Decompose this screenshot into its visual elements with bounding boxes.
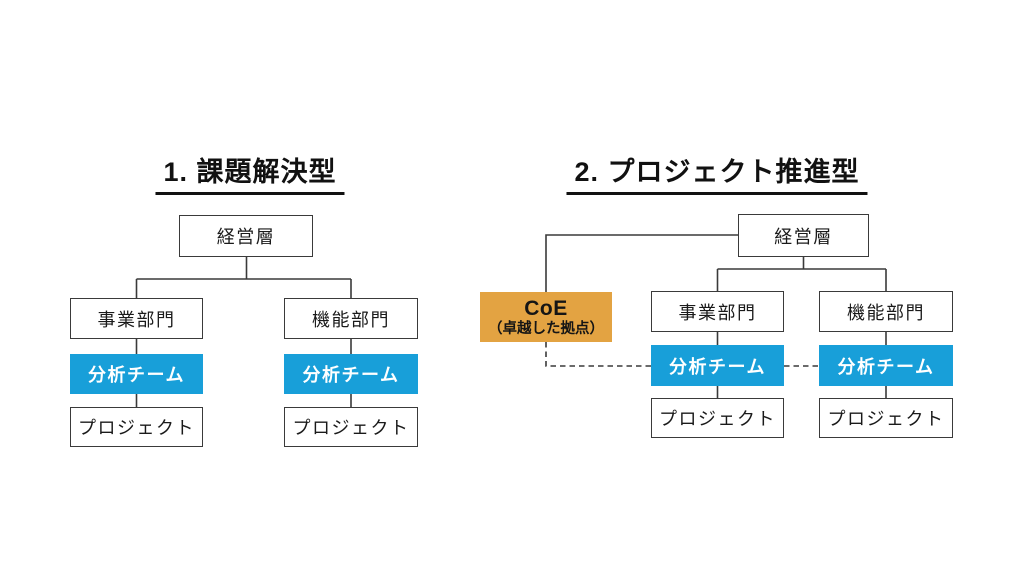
diagram2-project-box-1: プロジェクト: [651, 398, 784, 438]
diagram1-analysis-team-box-2: 分析チーム: [284, 354, 418, 394]
diagram1-title: 1. 課題解決型: [155, 156, 345, 196]
diagram2-business-division-box: 事業部門: [651, 291, 784, 332]
diagram2-analysis-team-box-1: 分析チーム: [651, 345, 784, 386]
diagram1-functional-division-box: 機能部門: [284, 298, 418, 339]
diagram2-title: 2. プロジェクト推進型: [566, 156, 868, 196]
diagram1-analysis-team-box-1: 分析チーム: [70, 354, 203, 394]
diagram1-business-division-box: 事業部門: [70, 298, 203, 339]
diagram2-project-box-2: プロジェクト: [819, 398, 953, 438]
diagram2-management-box: 経営層: [738, 214, 869, 257]
diagram2-analysis-team-box-2: 分析チーム: [819, 345, 953, 386]
diagram1-project-box-1: プロジェクト: [70, 407, 203, 447]
coe-label: CoE: [524, 297, 568, 321]
diagram1-management-box: 経営層: [179, 215, 313, 257]
coe-sublabel: （卓越した拠点）: [488, 320, 604, 337]
diagram2-functional-division-box: 機能部門: [819, 291, 953, 332]
diagram2-coe-box: CoE （卓越した拠点）: [480, 292, 612, 342]
diagram1-project-box-2: プロジェクト: [284, 407, 418, 447]
